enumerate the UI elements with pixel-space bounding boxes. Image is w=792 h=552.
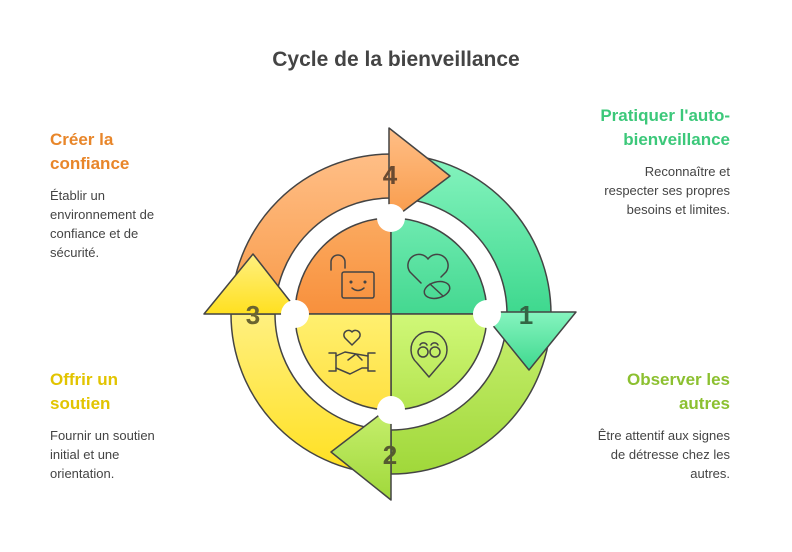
step-4-number: 4	[383, 160, 398, 190]
step-3-text: Offrir un soutien Fournir un soutien ini…	[50, 368, 175, 483]
step-2-text: Observer les autres Être attentif aux si…	[595, 368, 730, 483]
step-2-heading: Observer les autres	[626, 370, 730, 413]
heart-pill-icon	[407, 253, 451, 300]
step-1-text: Pratiquer l'auto-bienveillance Reconnaît…	[600, 104, 730, 219]
arrow-4-head	[388, 127, 451, 223]
arrow-2-head	[330, 405, 392, 501]
quadrant-4	[294, 217, 392, 315]
step-4-heading: Créer la confiance	[50, 130, 130, 173]
step-1-description: Reconnaître et respecter ses propres bes…	[604, 164, 730, 217]
step-3-heading: Offrir un soutien	[50, 370, 118, 413]
quadrant-3	[294, 313, 392, 411]
diagram-title: Cycle de la bienveillance	[272, 48, 520, 71]
step-1-number: 1	[519, 300, 533, 330]
binoculars-location-icon	[410, 330, 448, 378]
step-2-number: 2	[383, 440, 397, 470]
handshake-heart-icon	[328, 329, 376, 375]
step-4-description: Établir un environnement de confiance et…	[50, 188, 155, 260]
unlocked-padlock-icon	[330, 254, 375, 299]
arrow-1-head	[481, 311, 577, 371]
quadrant-1	[390, 217, 488, 315]
arrow-3-head	[203, 253, 301, 315]
step-4-text: Créer la confiance Établir un environnem…	[50, 128, 175, 262]
step-3-description: Fournir un soutien initial et une orient…	[50, 428, 155, 481]
step-1-heading: Pratiquer l'auto-bienveillance	[600, 106, 730, 149]
step-3-number: 3	[246, 300, 260, 330]
step-2-description: Être attentif aux signes de détresse che…	[597, 428, 730, 481]
